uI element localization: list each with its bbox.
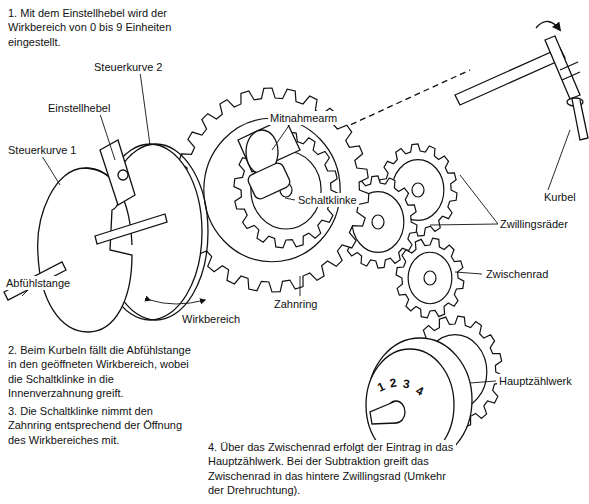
counter-digit: 4	[413, 383, 426, 400]
part-label: Steuerkurve 2	[92, 60, 164, 74]
gear-hub	[412, 183, 424, 197]
note-text: 4. Über das Zwischenrad erfolgt der Eint…	[206, 440, 456, 497]
part-label: Zwillingsräder	[498, 217, 570, 231]
gear-hub	[424, 271, 436, 285]
counter-digit: 2	[389, 376, 398, 393]
gear-hub	[372, 215, 384, 229]
part-label: Kurbel	[542, 190, 578, 204]
part-label: Einstellhebel	[46, 101, 112, 115]
part-label: Zahnring	[272, 297, 319, 311]
gear-rim	[204, 118, 340, 262]
part-label: Abfühlstange	[4, 276, 72, 290]
note-text: 1. Mit dem Einstellhebel wird der Wirkbe…	[6, 6, 188, 49]
gear-rim	[408, 252, 452, 303]
part-label: Mitnahmearm	[268, 111, 339, 125]
setting-lever	[100, 140, 135, 205]
part-label: Steuerkurve 1	[6, 143, 78, 157]
counter-digit: 1	[375, 379, 388, 396]
part-label: Wirkbereich	[180, 312, 242, 326]
part-label: Schaltklinke	[296, 193, 359, 207]
leader-lines	[22, 72, 570, 383]
note-text: 2. Beim Kurbeln fällt die Abfühlstange i…	[6, 343, 200, 400]
part-label: Zwischenrad	[484, 267, 550, 281]
note-text: 3. Die Schaltklinke nimmt den Zahnring e…	[6, 404, 200, 447]
part-label: Hauptzählwerk	[497, 374, 574, 388]
counter-digit: 3	[402, 377, 411, 393]
crank	[455, 21, 588, 140]
gear	[175, 88, 369, 292]
